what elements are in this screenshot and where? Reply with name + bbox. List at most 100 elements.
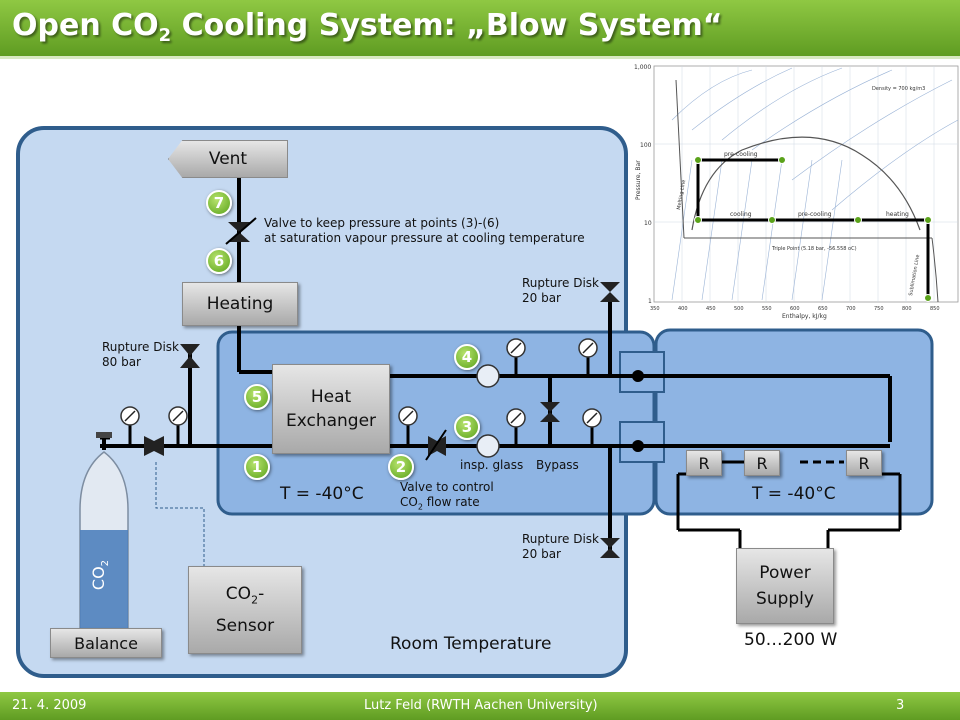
phase-ylabel: Pressure, Bar <box>635 160 642 200</box>
slide-title: Open CO2 Cooling System: „Blow System“ <box>12 8 723 46</box>
valve-pressure-b <box>228 232 250 242</box>
sensor-line1: CO2- <box>225 583 265 607</box>
ytick-2: 10 <box>644 220 652 227</box>
point-2-badge: 2 <box>388 454 414 480</box>
cycle-path <box>696 158 930 298</box>
sensor-line2: Sensor <box>215 616 275 637</box>
anno-density: Density = 700 kg/m3 <box>872 86 925 92</box>
svg-text:750: 750 <box>874 306 884 312</box>
rupture-80-a <box>180 344 200 356</box>
heat-exchanger-line2: Exchanger <box>285 411 377 431</box>
co2-liquid <box>80 530 128 640</box>
heat-exchanger-box: Heat Exchanger <box>272 364 390 454</box>
rupture-top-b <box>600 292 620 302</box>
rupture-80-label: Rupture Disk 80 bar <box>102 340 179 369</box>
bypass-valve-a <box>540 402 560 412</box>
bottle-valve-cap <box>96 432 112 438</box>
footer-bar: 21. 4. 2009 Lutz Feld (RWTH Aachen Unive… <box>0 692 960 720</box>
resistor-3: R <box>846 450 882 476</box>
ytick-3: 1 <box>648 298 652 305</box>
rupture-bottom-a <box>600 538 620 548</box>
saturation-dome <box>691 136 921 231</box>
insp-glass-label: insp. glass <box>460 458 524 472</box>
junction-upper <box>632 370 644 382</box>
valve-flow-note: Valve to control CO2 flow rate <box>400 480 494 512</box>
heating-label: Heating <box>206 294 274 314</box>
valve-pressure-a <box>228 222 250 232</box>
balance-label: Balance <box>74 633 138 653</box>
svg-text:500: 500 <box>734 306 744 312</box>
title-bar: Open CO2 Cooling System: „Blow System“ <box>0 0 960 59</box>
bypass-valve-b <box>540 412 560 422</box>
room-temp-label: Room Temperature <box>390 634 552 654</box>
svg-text:550: 550 <box>762 306 772 312</box>
power-supply-box: Power Supply <box>736 548 834 624</box>
valve-bottle-b <box>144 436 164 456</box>
footer-page: 3 <box>896 698 905 713</box>
heat-exchanger-line1: Heat <box>310 387 352 407</box>
rupture-80-b <box>180 356 200 368</box>
melting-curve <box>675 79 685 239</box>
anno-heating: heating <box>886 211 909 218</box>
point-5-badge: 5 <box>244 384 270 410</box>
point-6-badge: 6 <box>206 248 232 274</box>
resistor-1-label: R <box>698 453 710 473</box>
anno-cooling: cooling <box>730 211 752 218</box>
valve-adjust-arrows <box>225 217 447 461</box>
valve-pressure-note: Valve to keep pressure at points (3)-(6)… <box>264 216 585 245</box>
svg-text:700: 700 <box>846 306 856 312</box>
anno-triple-point: Triple Point (5.18 bar, -56.558 oC) <box>771 246 857 252</box>
resistor-2: R <box>744 450 780 476</box>
sensor-line <box>155 462 205 566</box>
power-range-label: 50…200 W <box>744 630 838 650</box>
cycle-points <box>694 156 932 302</box>
gauge-needles <box>124 342 598 424</box>
co2-sensor-box: CO2- Sensor <box>188 566 302 654</box>
point-3-badge: 3 <box>454 414 480 440</box>
power-line1: Power <box>759 563 811 583</box>
temp-right-label: T = -40°C <box>752 484 836 504</box>
inspection-glass-upper <box>476 364 500 388</box>
isolines <box>671 67 959 301</box>
power-line2: Supply <box>756 589 814 609</box>
inspection-glass-lower <box>476 434 500 458</box>
phase-diagram: pre-cooling cooling pre-cooling heating … <box>634 64 959 320</box>
svg-text:400: 400 <box>678 306 688 312</box>
footer-date: 21. 4. 2009 <box>12 698 87 713</box>
svg-text:850: 850 <box>930 306 940 312</box>
footer-author: Lutz Feld (RWTH Aachen University) <box>364 698 598 713</box>
ytick-0: 1,000 <box>634 64 651 71</box>
valve-flow-b <box>428 436 446 456</box>
rupture-bottom-b <box>600 548 620 558</box>
sublimation-curve <box>931 237 939 303</box>
rupture-bottom-label: Rupture Disk 20 bar <box>522 532 599 561</box>
anno-precooling-top: pre-cooling <box>724 151 758 158</box>
rupture-top-a <box>600 282 620 292</box>
resistor-3-label: R <box>858 453 870 473</box>
svg-text:800: 800 <box>902 306 912 312</box>
resistor-1: R <box>686 450 722 476</box>
vent-box: Vent <box>168 140 288 178</box>
bypass-label: Bypass <box>536 458 579 472</box>
junction-lower <box>632 440 644 452</box>
vent-label: Vent <box>208 149 248 169</box>
heating-box: Heating <box>182 282 298 326</box>
phase-grid <box>654 66 958 302</box>
anno-precooling-bottom: pre-cooling <box>798 211 832 218</box>
anno-melting: Melting Line <box>676 179 687 210</box>
x-ticks: 350 400 450 500 550 600 650 700 750 800 … <box>650 306 940 312</box>
rupture-top-label: Rupture Disk 20 bar <box>522 276 599 305</box>
balance-box: Balance <box>50 628 162 658</box>
svg-text:350: 350 <box>650 306 660 312</box>
temp-left-label: T = -40°C <box>280 484 364 504</box>
point-7-badge: 7 <box>206 190 232 216</box>
point-4-badge: 4 <box>454 344 480 370</box>
svg-text:450: 450 <box>706 306 716 312</box>
svg-text:650: 650 <box>818 306 828 312</box>
phase-xlabel: Enthalpy, kJ/kg <box>782 313 827 320</box>
svg-text:600: 600 <box>790 306 800 312</box>
bottle-label: CO2 <box>89 559 112 591</box>
ytick-1: 100 <box>640 142 652 149</box>
resistor-2-label: R <box>756 453 768 473</box>
point-1-badge: 1 <box>244 454 270 480</box>
